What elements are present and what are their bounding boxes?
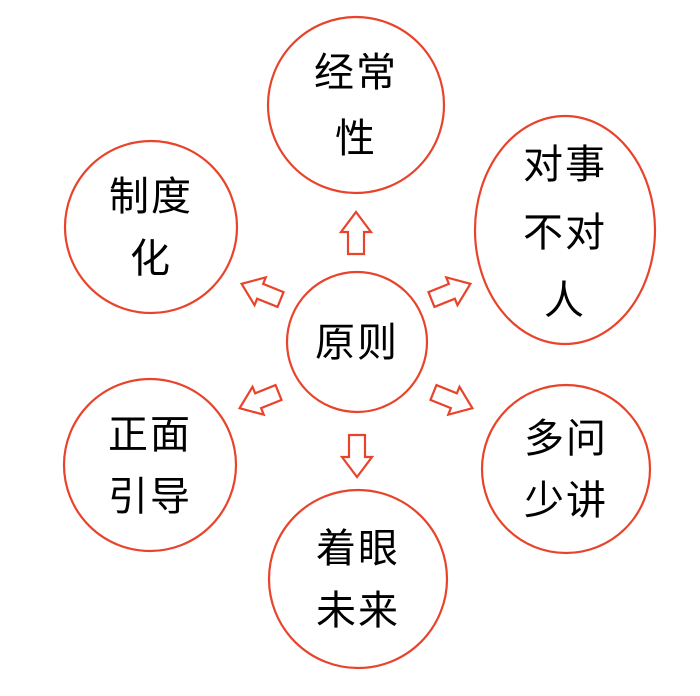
node-circle-regularity [266, 15, 446, 195]
node-label-regularity-line2: 性 [335, 116, 377, 161]
node-label-matters-not-people-line1: 对事 [523, 142, 607, 187]
node-label-eye-on-future-line2: 未来 [316, 588, 400, 633]
node-circle-institutionalization [63, 139, 239, 315]
center-circle-principle [285, 270, 429, 414]
node-label-matters-not-people-line2: 不对 [523, 210, 607, 255]
node-label-eye-on-future-line1: 着眼 [316, 526, 400, 571]
arrow-lower-right-icon [429, 383, 475, 417]
node-ellipse-matters-not-people [473, 114, 657, 346]
node-label-institutionalization-line2: 化 [130, 236, 172, 281]
arrow-up-icon [338, 210, 374, 256]
arrow-upper-right-icon [427, 275, 473, 309]
node-label-regularity-line1: 经常 [314, 50, 398, 95]
arrow-lower-left-icon [237, 383, 283, 417]
node-label-ask-more-lecture-less-line2: 少讲 [524, 478, 608, 523]
node-label-positive-guidance-line1: 正面 [108, 412, 192, 457]
node-label-ask-more-lecture-less-line1: 多问 [524, 416, 608, 461]
arrow-upper-left-icon [239, 275, 285, 309]
node-label-institutionalization-line1: 制度 [109, 174, 193, 219]
node-circle-eye-on-future [267, 488, 449, 670]
node-label-positive-guidance-line2: 引导 [108, 474, 192, 519]
node-circle-positive-guidance [62, 377, 238, 553]
node-circle-ask-more-lecture-less [480, 383, 652, 555]
center-label-principle: 原则 [315, 320, 399, 365]
arrow-down-icon [339, 433, 375, 479]
node-label-matters-not-people-line3: 人 [544, 278, 586, 323]
